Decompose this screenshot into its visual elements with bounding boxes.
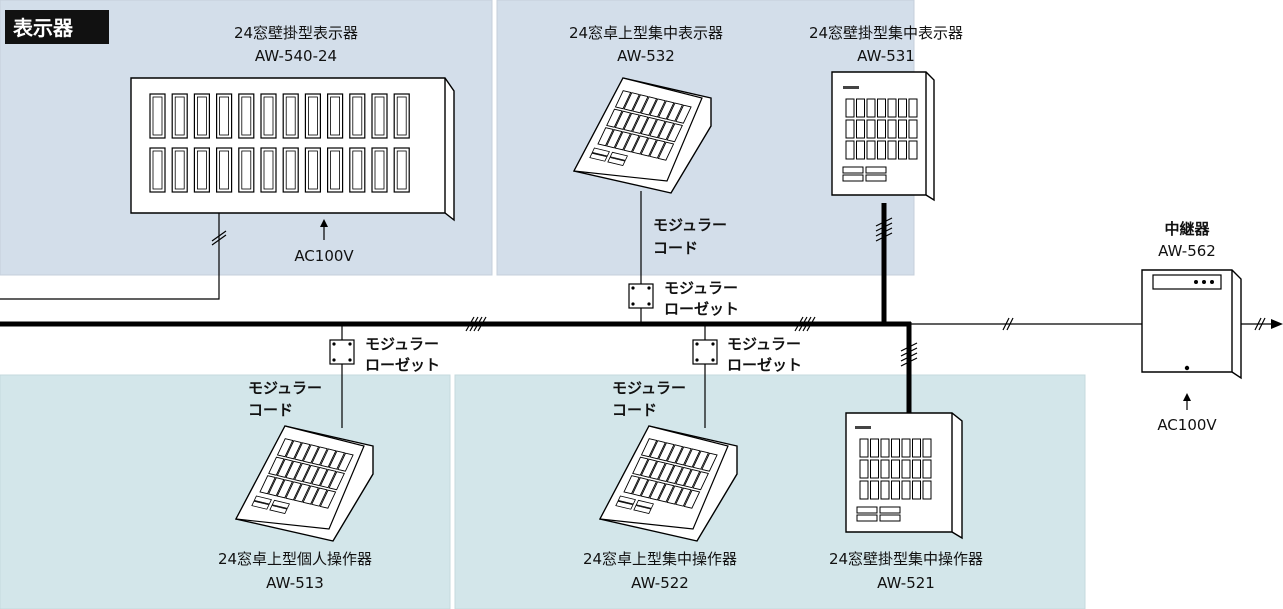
desk-central-display-device bbox=[572, 77, 712, 194]
keypad bbox=[589, 90, 692, 167]
wall-central-display-model: AW-531 bbox=[857, 47, 915, 65]
modular-rosette-label-2: ローゼット bbox=[727, 356, 802, 374]
repeater-name: 中継器 bbox=[1164, 220, 1210, 238]
wiring bbox=[0, 191, 1283, 428]
keypad bbox=[859, 438, 932, 500]
operator-section-panel-right bbox=[454, 374, 1086, 609]
wall-central-operator-device bbox=[845, 412, 963, 540]
desk-central-operator-model: AW-522 bbox=[631, 574, 689, 592]
modular-rosette-icon bbox=[329, 339, 355, 365]
modular-rosette-icon bbox=[628, 283, 654, 309]
desk-central-operator-device bbox=[598, 425, 738, 542]
wall-central-display-device bbox=[831, 71, 935, 202]
repeater-model: AW-562 bbox=[1158, 242, 1216, 260]
operator-section-panel-left bbox=[0, 374, 451, 609]
repeater-power: AC100V bbox=[1157, 416, 1217, 434]
section-badge-text: 表示器 bbox=[13, 16, 74, 40]
power-arrow-icon bbox=[320, 219, 328, 240]
modular-cord-label-1: モジュラー bbox=[248, 379, 322, 397]
wall-display-power: AC100V bbox=[294, 247, 354, 265]
modular-cord-label-2: コード bbox=[653, 239, 698, 257]
keypad bbox=[251, 438, 354, 515]
desk-central-display-model: AW-532 bbox=[617, 47, 675, 65]
wall-central-operator-name: 24窓壁掛型集中操作器 bbox=[829, 550, 983, 568]
power-arrow-icon bbox=[1183, 393, 1191, 410]
modular-rosette-label-1: モジュラー bbox=[727, 335, 801, 353]
modular-rosette-label-2: ローゼット bbox=[664, 300, 739, 318]
modular-rosette-label-1: モジュラー bbox=[664, 279, 738, 297]
wall-central-display-name: 24窓壁掛型集中表示器 bbox=[809, 24, 963, 42]
desk-personal-operator-name: 24窓卓上型個人操作器 bbox=[218, 550, 372, 568]
modular-rosette-icon bbox=[692, 339, 718, 365]
keypad bbox=[845, 98, 918, 160]
wall-display-device bbox=[130, 77, 455, 222]
modular-cord-label-2: コード bbox=[612, 401, 657, 419]
display-windows bbox=[149, 93, 410, 193]
desk-central-display-name: 24窓卓上型集中表示器 bbox=[569, 24, 723, 42]
repeater-device bbox=[1141, 269, 1242, 380]
wall-display-model: AW-540-24 bbox=[255, 47, 337, 65]
modular-cord-label-2: コード bbox=[248, 401, 293, 419]
modular-cord-label-1: モジュラー bbox=[653, 216, 727, 234]
keypad bbox=[615, 438, 718, 515]
modular-cord-label-1: モジュラー bbox=[612, 379, 686, 397]
desk-personal-operator-device bbox=[234, 425, 374, 542]
modular-rosette-label-1: モジュラー bbox=[365, 335, 439, 353]
wall-central-operator-model: AW-521 bbox=[877, 574, 935, 592]
section-badge bbox=[5, 10, 109, 44]
wall-display-name: 24窓壁掛型表示器 bbox=[234, 24, 358, 42]
desk-personal-operator-model: AW-513 bbox=[266, 574, 324, 592]
modular-rosette-label-2: ローゼット bbox=[365, 356, 440, 374]
desk-central-operator-name: 24窓卓上型集中操作器 bbox=[583, 550, 737, 568]
